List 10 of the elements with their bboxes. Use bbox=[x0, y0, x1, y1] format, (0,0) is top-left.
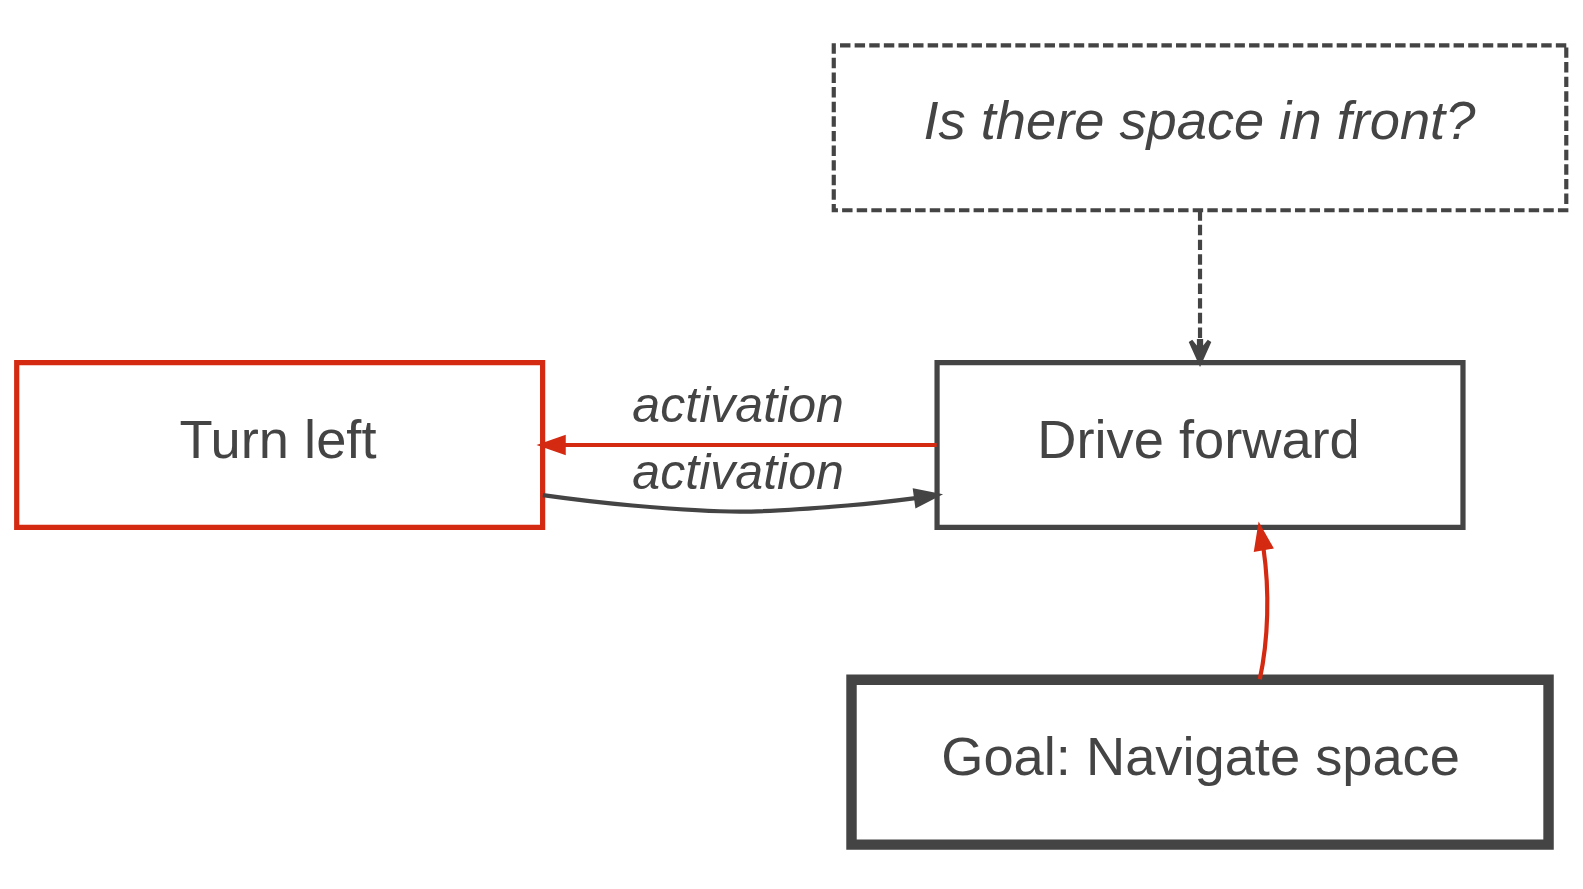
arrow bbox=[542, 487, 944, 514]
edge-label: activation bbox=[632, 376, 844, 433]
arrow bbox=[1253, 521, 1274, 680]
arrow bbox=[1188, 210, 1212, 364]
arrow bbox=[536, 434, 937, 455]
node-box: Goal: Navigate space bbox=[846, 674, 1554, 850]
node-box: Is there space in front? bbox=[831, 42, 1569, 212]
node-box: Drive forward bbox=[934, 359, 1466, 530]
node-box: Turn left bbox=[14, 359, 546, 530]
edge-label: activation bbox=[632, 443, 844, 500]
